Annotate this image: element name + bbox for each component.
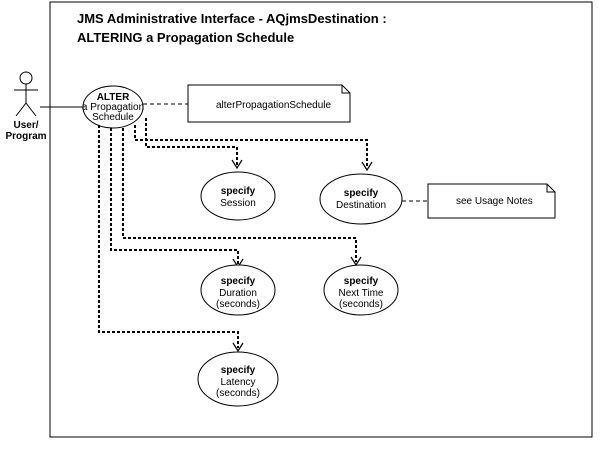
main-usecase[interactable]: ALTER a Propagation Schedule [82,85,144,129]
diagram-title-line2: ALTERING a Propagation Schedule [77,30,294,45]
actor-label-line1: User/ [13,120,38,131]
usecase-duration[interactable]: specify Duration (seconds) [200,264,276,316]
arrow-head-session [231,159,243,170]
usecase-next-time[interactable]: specify Next Time (seconds) [323,264,399,316]
diagram-frame [49,1,593,438]
usage-note: see Usage Notes [427,183,556,219]
include-line-latency [98,125,239,348]
diagram-title-line1: JMS Administrative Interface - AQjmsDest… [77,11,387,26]
arrow-head-latency [232,342,244,353]
usecase-destination-line2: Destination [336,200,386,211]
include-line-duration [110,128,239,264]
main-usecase-line2: a Propagation [82,102,144,113]
arrow-head-destination [361,161,373,172]
usecase-session-line1: specify [221,186,256,197]
usecase-next-time-line2: Next Time [338,288,383,299]
method-note: alterPropagationSchedule [187,84,351,123]
usecase-next-time-line3: (seconds) [339,299,383,310]
include-line-next-time [122,128,357,262]
method-note-text: alterPropagationSchedule [216,100,332,111]
usecase-destination-line1: specify [344,188,379,199]
usecase-duration-line1: specify [221,276,256,287]
usecase-next-time-line1: specify [344,276,379,287]
include-line-destination [134,125,368,167]
usecase-latency-line2: Latency [220,377,255,388]
actor-label-line2: Program [5,131,46,142]
usecase-latency[interactable]: specify Latency (seconds) [197,351,279,407]
usage-note-text: see Usage Notes [456,196,533,207]
stick-figure-icon [14,71,38,117]
usecase-session-line2: Session [220,198,256,209]
usecase-duration-line3: (seconds) [216,299,260,310]
include-line-session [145,118,238,165]
main-usecase-line1: ALTER [97,92,130,103]
usecase-destination[interactable]: specify Destination [319,173,403,225]
usecase-session[interactable]: specify Session [200,171,276,221]
usecase-duration-line2: Duration [219,288,257,299]
usecase-latency-line1: specify [221,365,256,376]
usecase-latency-line3: (seconds) [216,388,260,399]
main-usecase-line3: Schedule [92,112,134,123]
